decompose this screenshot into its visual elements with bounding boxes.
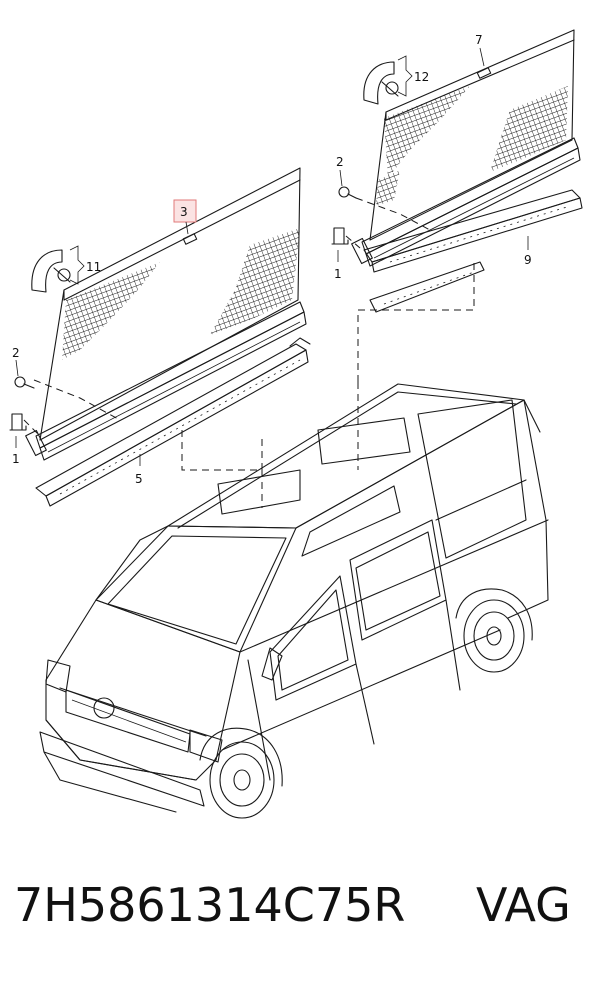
brand-label: VAG (476, 878, 571, 932)
callout-labels: 2 1 3 5 11 2 1 7 9 12 (12, 33, 532, 486)
right-mesh-area (376, 86, 568, 206)
side-mirror (261, 647, 283, 681)
shade-pull-tab (182, 233, 198, 245)
left-clip-11 (31, 249, 71, 293)
callout-1-right: 1 (334, 267, 342, 281)
left-screw-2 (14, 376, 35, 389)
callout-7: 7 (475, 33, 483, 47)
callout-12: 12 (414, 70, 429, 84)
callout-9: 9 (524, 253, 532, 267)
callout-1-left: 1 (12, 452, 20, 466)
right-sunshade-assembly (331, 29, 583, 313)
right-lower-trim (369, 261, 485, 313)
part-number: 7H5861314C75R (14, 878, 406, 932)
right-clip-12 (363, 61, 399, 105)
van-illustration (39, 383, 549, 819)
callout-2-left: 2 (12, 346, 20, 360)
callout-2-right: 2 (336, 155, 344, 169)
rear-wheel (455, 588, 533, 673)
right-pull-tab (476, 67, 492, 79)
left-trim-strip (35, 337, 311, 507)
left-roller-housing (25, 301, 307, 461)
callout-5: 5 (135, 472, 143, 486)
left-mesh-area (62, 228, 300, 360)
callout-11: 11 (86, 260, 101, 274)
callout-3: 3 (180, 205, 188, 219)
right-bracket-1 (331, 227, 349, 245)
installation-lines (181, 262, 475, 508)
callout-3-highlight: 3 (173, 199, 197, 235)
part-footer: 7H5861314C75R VAG (14, 878, 594, 958)
left-bracket-1 (9, 413, 27, 431)
right-roller-housing (351, 137, 581, 267)
right-trim-strip-9 (363, 189, 583, 273)
van-emblem (93, 697, 115, 719)
right-screw-2 (338, 186, 357, 199)
front-wheel (199, 727, 283, 819)
exploded-parts-diagram: 2 1 3 5 11 2 1 7 9 12 (9, 29, 583, 819)
left-sunshade-assembly (9, 167, 311, 507)
